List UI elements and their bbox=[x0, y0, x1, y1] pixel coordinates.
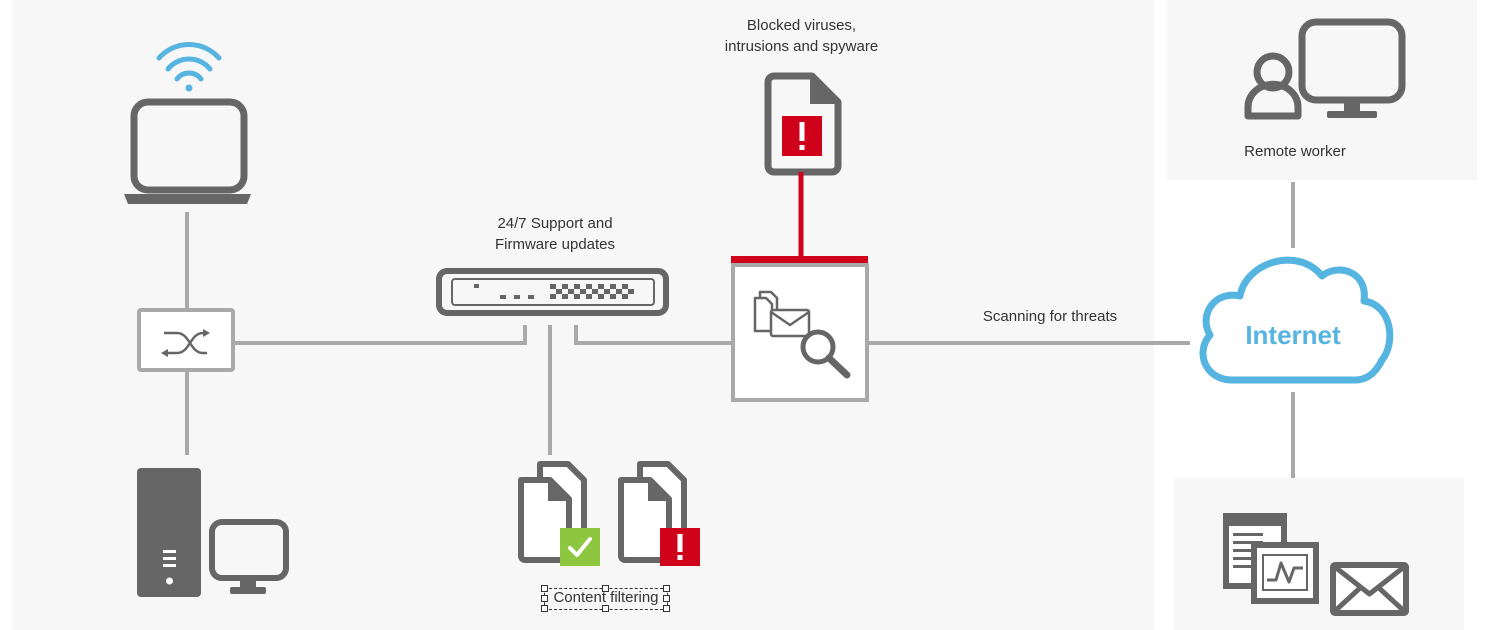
blocked-label-line-1: Blocked viruses, bbox=[746, 17, 857, 34]
internet-label: Internet bbox=[1245, 320, 1341, 350]
blocked-threats-label: Blocked viruses, intrusions and spyware bbox=[700, 15, 903, 57]
alert-icon bbox=[782, 116, 822, 156]
firewall-appliance-icon bbox=[436, 268, 669, 316]
support-label-line-1: 24/7 Support and bbox=[497, 215, 613, 232]
remote-worker-label: Remote worker bbox=[1244, 143, 1346, 160]
support-updates-label: 24/7 Support and Firmware updates bbox=[460, 213, 650, 255]
desktop-monitor-icon bbox=[209, 519, 289, 594]
firewall-to-scanner-line bbox=[574, 325, 733, 345]
content-filtering-label: Content filtering bbox=[553, 589, 659, 606]
remote-worker-panel bbox=[1167, 0, 1477, 180]
selection-handle[interactable] bbox=[663, 605, 670, 612]
server-tower-icon bbox=[137, 468, 201, 597]
switch-to-firewall-line bbox=[233, 325, 527, 345]
selection-handle[interactable] bbox=[602, 605, 609, 612]
user-icon bbox=[1244, 52, 1302, 120]
cloud-icon bbox=[1199, 256, 1394, 384]
desktop-monitor-icon bbox=[1298, 18, 1406, 118]
alert-icon bbox=[660, 528, 700, 566]
allowed-file-icon bbox=[518, 461, 600, 566]
laptop-icon bbox=[124, 98, 251, 204]
switch-icon bbox=[137, 308, 235, 372]
envelope-icon bbox=[1330, 562, 1409, 616]
selection-handle[interactable] bbox=[663, 585, 670, 592]
magnifier-icon bbox=[800, 329, 851, 379]
selection-handle[interactable] bbox=[541, 585, 548, 592]
blocked-label-line-2: intrusions and spyware bbox=[724, 38, 879, 55]
connector-lines bbox=[185, 182, 1295, 478]
email-scan-icon bbox=[731, 263, 869, 402]
chart-window-icon bbox=[1251, 542, 1319, 604]
blocked-bar bbox=[731, 256, 868, 264]
blocked-file-icon bbox=[764, 72, 842, 176]
selection-handle[interactable] bbox=[541, 605, 548, 612]
rejected-file-icon bbox=[618, 461, 700, 566]
scanning-label: Scanning for threats bbox=[982, 308, 1118, 325]
support-label-line-2: Firmware updates bbox=[494, 236, 616, 253]
selection-handle[interactable] bbox=[541, 595, 548, 602]
selection-handle[interactable] bbox=[602, 585, 609, 592]
wifi-icon bbox=[156, 42, 222, 92]
check-icon bbox=[560, 528, 600, 566]
selection-handle[interactable] bbox=[663, 595, 670, 602]
